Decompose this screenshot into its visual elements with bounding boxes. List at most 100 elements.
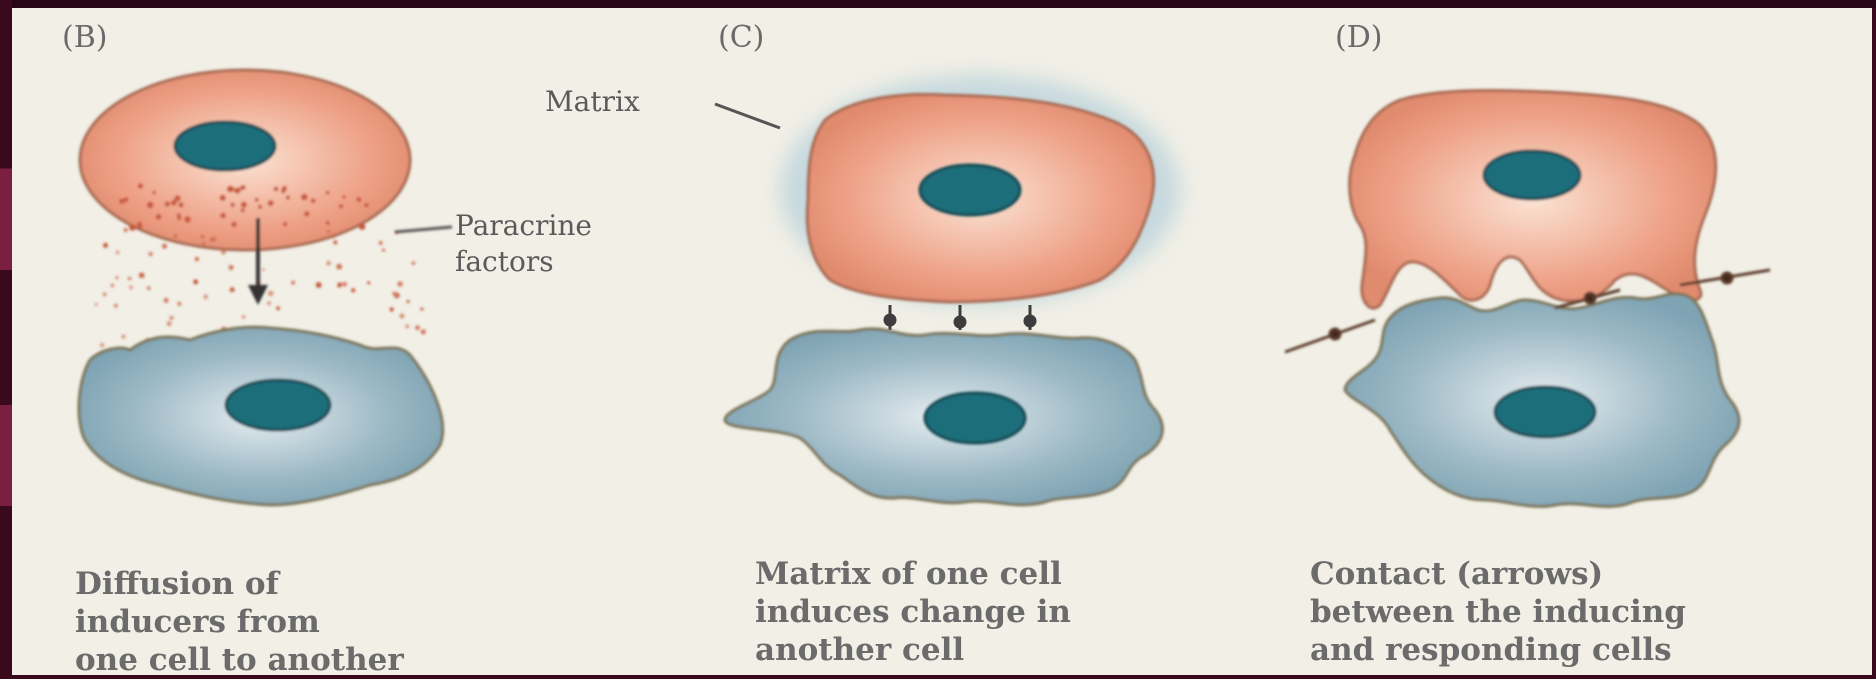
paracrine-factor-dot — [124, 228, 128, 232]
paracrine-factor-dot — [351, 288, 355, 292]
panel-label-d: (D) — [1335, 20, 1382, 55]
paracrine-factor-dot — [100, 343, 105, 348]
paracrine-factor-dot — [241, 202, 247, 208]
paracrine-factor-dot — [210, 238, 213, 241]
paracrine-factor-dot — [234, 188, 240, 194]
paracrine-factor-dot — [167, 321, 172, 326]
paracrine-factor-dot — [316, 282, 322, 288]
nucleus — [226, 380, 330, 430]
paracrine-factor-dot — [228, 265, 233, 270]
nucleus — [920, 165, 1020, 215]
caption-c: Matrix of one cell induces change in ano… — [755, 555, 1071, 669]
paracrine-factor-dot — [162, 244, 167, 249]
paracrine-factor-dot — [103, 243, 108, 248]
paracrine-factor-dot — [394, 292, 400, 298]
paracrine-factor-dot — [195, 257, 200, 262]
nucleus — [175, 122, 275, 170]
paracrine-factor-dot — [268, 291, 274, 297]
paracrine-factor-dot — [138, 225, 142, 229]
matrix-leader-line — [715, 104, 780, 128]
paracrine-factor-dot — [111, 284, 114, 287]
paracrine-factor-dot — [274, 187, 279, 192]
paracrine-factor-dot — [326, 221, 330, 225]
paracrine-factor-dot — [241, 208, 245, 212]
panel-c — [715, 75, 1180, 505]
paracrine-factor-dot — [119, 199, 124, 204]
paracrine-factor-dot — [129, 285, 133, 289]
paracrine-factor-dot — [148, 252, 153, 257]
paracrine-factor-dot — [231, 222, 236, 227]
paracrine-factor-dot — [406, 300, 409, 303]
paracrine-leader-line — [395, 227, 452, 232]
caption-b: Diffusion of inducers from one cell to a… — [75, 565, 404, 679]
paracrine-factor-dot — [173, 234, 177, 238]
paracrine-factor-dot — [220, 213, 226, 219]
paracrine-factor-dot — [411, 261, 415, 265]
paracrine-factor-dot — [326, 261, 331, 266]
paracrine-factor-dot — [220, 195, 226, 201]
paracrine-factor-dot — [156, 214, 162, 220]
paracrine-factor-dot — [268, 200, 274, 206]
paracrine-factor-dot — [221, 250, 226, 255]
paracrine-factor-dot — [139, 272, 145, 278]
paracrine-factor-dot — [242, 315, 246, 319]
paracrine-factor-dot — [337, 284, 341, 288]
paracrine-factor-dot — [177, 302, 181, 306]
paracrine-factor-dot — [262, 268, 265, 271]
paracrine-factor-dot — [165, 201, 170, 206]
panel-b — [79, 70, 452, 505]
paracrine-factor-dot — [336, 264, 342, 270]
paracrine-factor-dot — [103, 293, 107, 297]
paracrine-factor-dot — [258, 205, 262, 209]
paracrine-factor-dot — [291, 281, 295, 285]
paracrine-factor-dot — [203, 294, 208, 299]
paracrine-factor-dot — [331, 234, 335, 238]
paracrine-factor-dot — [128, 277, 132, 281]
paracrine-factor-dot — [397, 281, 403, 287]
paracrine-factor-dot — [405, 324, 409, 328]
paracrine-factor-dot — [255, 198, 259, 202]
paracrine-factor-dot — [276, 306, 280, 310]
paracrine-factor-dot — [116, 250, 120, 254]
nucleus — [925, 393, 1025, 443]
paracrine-factor-dot — [327, 230, 331, 234]
paracrine-factor-dot — [311, 198, 316, 203]
paracrine-factor-dot — [231, 203, 235, 207]
paracrine-factor-dot — [138, 183, 143, 188]
paracrine-factors-callout: Paracrine factors — [455, 208, 592, 280]
caption-d: Contact (arrows) between the inducing an… — [1310, 555, 1686, 669]
paracrine-factor-dot — [95, 303, 98, 306]
matrix-connectors — [885, 305, 1035, 330]
paracrine-factor-dot — [304, 211, 309, 216]
paracrine-factor-dot — [400, 314, 405, 319]
paracrine-factor-dot — [415, 325, 420, 330]
panel-label-c: (C) — [718, 20, 764, 55]
paracrine-factor-dot — [114, 304, 118, 308]
paracrine-factor-dot — [227, 186, 234, 193]
paracrine-factor-dot — [379, 241, 383, 245]
diffusion-arrowhead — [248, 285, 268, 305]
paracrine-factor-dot — [286, 196, 290, 200]
paracrine-factor-dot — [421, 329, 426, 334]
paracrine-factor-dot — [283, 222, 287, 226]
paracrine-factor-dot — [193, 279, 198, 284]
paracrine-factor-dot — [129, 224, 136, 231]
paracrine-factor-dot — [178, 202, 183, 207]
paracrine-factor-dot — [177, 216, 181, 220]
paracrine-factor-dot — [359, 224, 365, 230]
matrix-callout: Matrix — [545, 84, 640, 120]
paracrine-factor-dot — [169, 316, 173, 320]
nucleus — [1495, 387, 1595, 437]
paracrine-factor-dot — [121, 335, 125, 339]
paracrine-factor-dot — [382, 249, 385, 252]
paracrine-factor-dot — [356, 197, 361, 202]
paracrine-factor-dot — [342, 195, 346, 199]
paracrine-factor-dot — [147, 202, 154, 209]
paracrine-factor-dot — [390, 307, 394, 311]
paracrine-factor-dot — [230, 287, 235, 292]
paracrine-factor-dot — [281, 189, 285, 193]
paracrine-factor-dot — [420, 307, 423, 310]
paracrine-factor-dot — [147, 286, 151, 290]
nucleus — [1484, 151, 1580, 199]
paracrine-factor-dot — [326, 191, 330, 195]
